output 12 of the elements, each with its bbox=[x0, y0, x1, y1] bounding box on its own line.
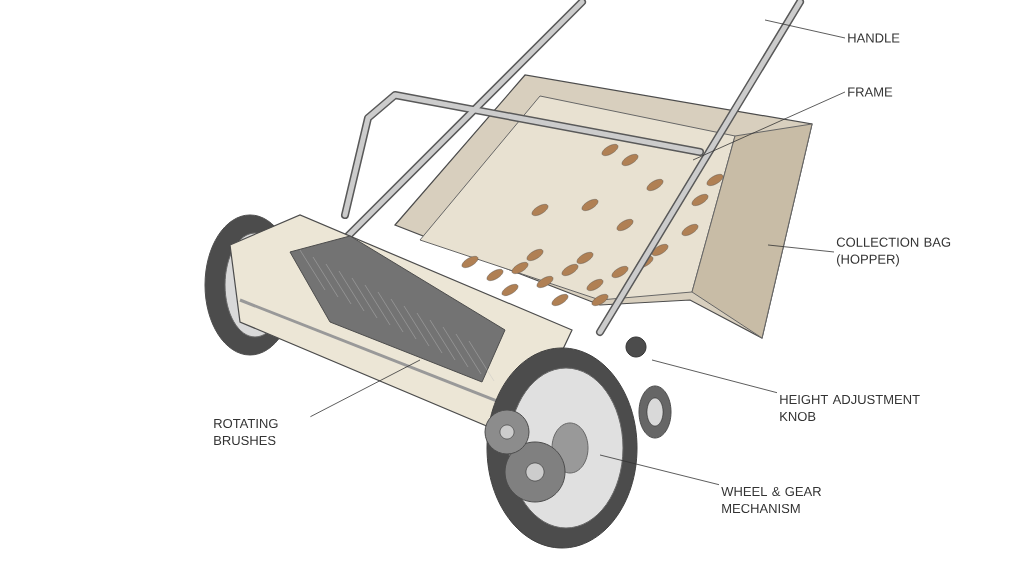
part-label: HANDLE bbox=[848, 33, 900, 43]
part-label: COLLECTION BAG (HOPPER) bbox=[836, 237, 951, 267]
leader-line bbox=[692, 91, 846, 161]
leader-line bbox=[651, 359, 778, 394]
part-label: FRAME bbox=[848, 87, 893, 97]
leader-line bbox=[764, 19, 846, 39]
leader-line bbox=[310, 359, 421, 418]
leader-line bbox=[599, 454, 720, 486]
part-label: WHEEL & GEAR MECHANISM bbox=[721, 486, 821, 514]
leader-line bbox=[767, 244, 835, 253]
part-label: HEIGHT ADJUSTMENT KNOB bbox=[780, 394, 920, 422]
part-label: ROTATING BRUSHES bbox=[214, 418, 278, 446]
